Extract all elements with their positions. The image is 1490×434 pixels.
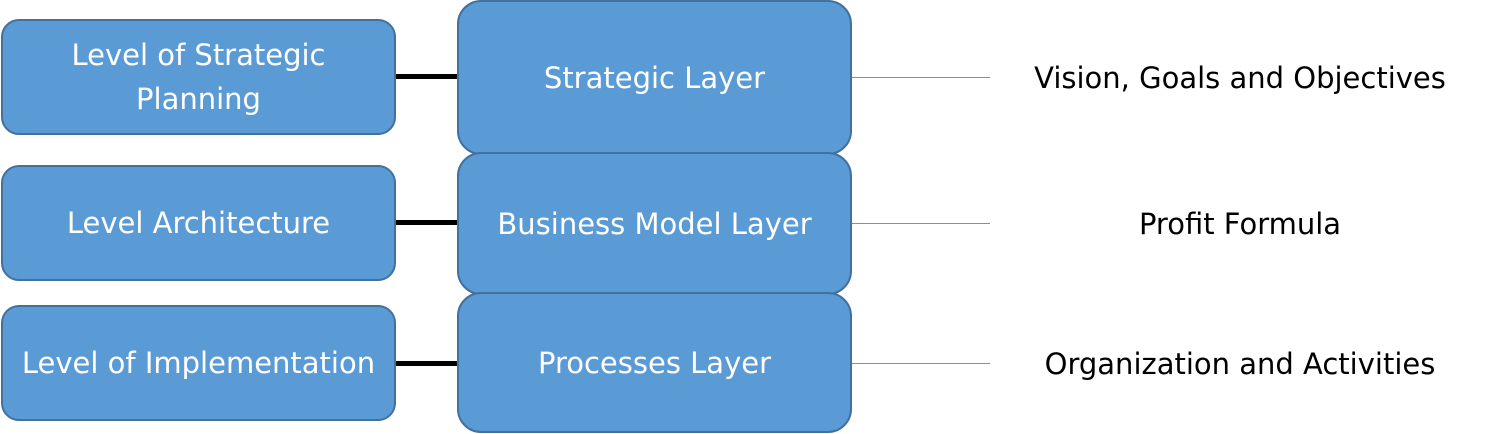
layer-label: Processes Layer (537, 345, 772, 380)
outcome-vision-goals-objectives: Vision, Goals and Objectives (1034, 61, 1446, 95)
outcome-organization-activities: Organization and Activities (1044, 347, 1436, 381)
level-strategic-planning-box: Level of Strategic Planning (1, 19, 396, 135)
connector-line (396, 361, 457, 366)
connector-line (396, 74, 457, 79)
strategic-layer-box: Strategic Layer (457, 0, 852, 155)
leader-line (852, 363, 990, 364)
layer-label: Strategic Layer (543, 60, 766, 95)
business-model-layer-box: Business Model Layer (457, 152, 852, 295)
processes-layer-box: Processes Layer (457, 292, 852, 433)
level-label: Level Architecture (66, 206, 331, 240)
outcome-profit-formula: Profit Formula (1138, 207, 1342, 241)
level-implementation-box: Level of Implementation (1, 305, 396, 421)
level-architecture-box: Level Architecture (1, 165, 396, 281)
leader-line (852, 223, 990, 224)
layer-label: Business Model Layer (497, 206, 812, 241)
leader-line (852, 77, 990, 78)
level-label: Level of Strategic Planning (71, 38, 326, 116)
level-label: Level of Implementation (21, 346, 376, 380)
connector-line (396, 220, 457, 225)
